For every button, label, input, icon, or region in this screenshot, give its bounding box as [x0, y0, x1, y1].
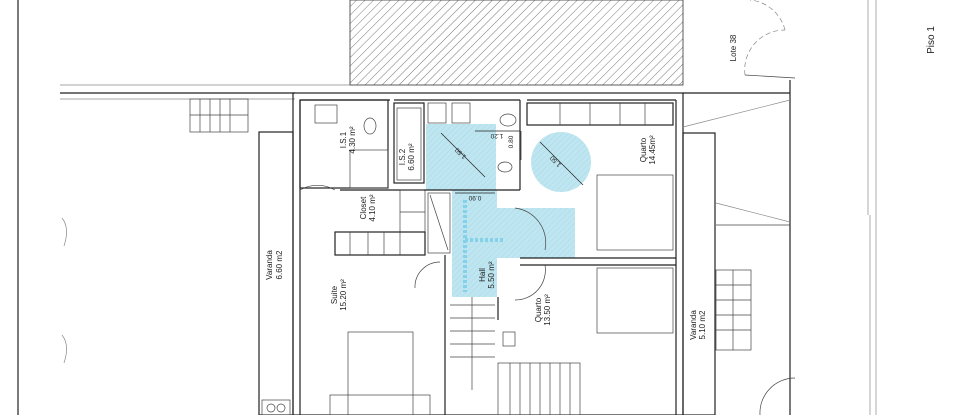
room-area-quarto-1: 13.50 m² [543, 294, 552, 326]
accessibility-zones [426, 124, 591, 297]
room-area-closet: 4.10 m² [368, 194, 377, 221]
room-area-is2: 6.60 m² [407, 143, 416, 170]
room-name-is2: I.S.2 [398, 148, 407, 165]
room-name-is1: I.S.1 [339, 131, 348, 148]
hatched-area [349, 0, 684, 86]
dimension-label: 0.90 [468, 194, 481, 201]
room-name-suite: Suite [330, 285, 339, 304]
room-area-quarto-2: 14.45m² [648, 135, 657, 165]
room-area-suite: 15.20 m² [339, 279, 348, 311]
room-area-is1: 4.30 m² [348, 126, 357, 153]
room-labels: I.S.1 4.30 m² I.S.2 6.60 m² Closet 4.10 … [265, 126, 707, 340]
room-name-hall: Hall [478, 268, 487, 282]
room-name-quarto-2: Quarto [639, 137, 648, 162]
dimension-label: 0.80 [508, 135, 515, 148]
room-name-quarto-1: Quarto [534, 297, 543, 322]
site-boundaries [17, 0, 877, 415]
room-area-hall: 5.50 m² [487, 261, 496, 288]
dimension-label: 1.20 [490, 132, 503, 139]
room-name-closet: Closet [359, 196, 368, 219]
dimension-lines [440, 130, 584, 194]
varanda-right [682, 0, 796, 415]
lot-label: Lote 38 [729, 34, 738, 61]
room-name-varanda-left: Varanda [265, 250, 274, 280]
varanda-left [61, 98, 294, 415]
room-area-varanda-left: 6.60 m2 [275, 250, 284, 279]
room-name-varanda-right: Varanda [689, 310, 698, 340]
sheet-title: Piso 1 [926, 26, 937, 54]
room-area-varanda-right: 5.10 m2 [698, 310, 707, 339]
